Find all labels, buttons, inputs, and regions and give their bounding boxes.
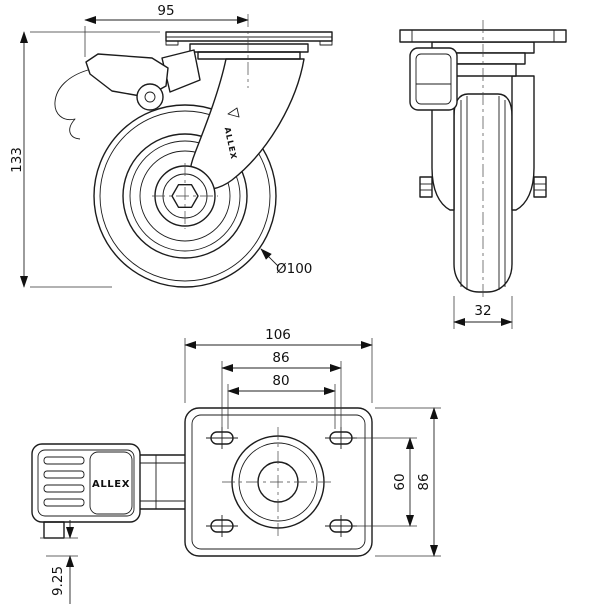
pedal-rib	[43, 456, 85, 465]
fork-leg-right	[511, 75, 535, 211]
axle-nut-right	[533, 176, 547, 198]
dim-60-label: 60	[392, 473, 408, 490]
dim-106: 106	[184, 327, 373, 403]
top-plate-side	[165, 31, 333, 46]
dim-9-25-label: 9.25	[50, 566, 66, 596]
lever-bracket	[161, 49, 201, 93]
lever-pivot-pin	[144, 91, 156, 103]
brand-label: ALLEX	[92, 479, 130, 490]
dim-86-right-label: 86	[416, 473, 432, 490]
dim-86-top-label: 86	[272, 350, 289, 366]
wheel-rim-inner-circle	[139, 150, 231, 242]
dim-32: 32	[453, 296, 513, 329]
dim-60: 60	[355, 437, 417, 527]
bolt-slot-bottom-left	[206, 515, 238, 537]
dim-86-right: 86	[375, 407, 441, 557]
wheel-side	[93, 104, 277, 288]
plate-edge	[165, 31, 333, 42]
axle-nut-left	[419, 176, 433, 198]
lever-spring-hook	[54, 69, 89, 140]
wheel-diameter-label: Ø100	[276, 261, 312, 277]
dim-95-label: 95	[157, 3, 174, 19]
pedal-rib	[43, 470, 85, 479]
nut-outline	[419, 176, 433, 198]
dim-80-label: 80	[272, 373, 289, 389]
plate-flange-right	[319, 40, 333, 46]
front-view: 32	[399, 20, 567, 329]
pedal-body	[31, 443, 141, 523]
dim-86-top: 86	[221, 350, 342, 429]
swivel-housing	[189, 43, 309, 60]
dim-106-label: 106	[265, 327, 291, 343]
raceway-upper	[189, 43, 309, 53]
plan-view: ALLEX	[31, 327, 441, 604]
pedal-rib	[43, 484, 85, 493]
dim-95: 95	[84, 3, 249, 57]
brand-badge	[89, 451, 133, 515]
brake-unit-front	[409, 47, 458, 111]
brake-box	[409, 47, 458, 111]
pedal-body-inner	[37, 449, 135, 517]
plate-flange-left	[165, 40, 179, 46]
bolt-slot-top-right	[325, 427, 357, 449]
brake-lever	[54, 49, 201, 140]
dim-9-25: 9.25	[40, 520, 78, 604]
brand-logo-mark-icon	[227, 107, 240, 118]
pedal-rib	[43, 498, 85, 507]
leader-line	[260, 248, 279, 267]
pedal-latch-tab	[43, 521, 65, 539]
side-view: ALLEX	[9, 3, 333, 288]
nut-outline	[533, 176, 547, 198]
raceway-lower	[197, 51, 301, 60]
swivel-bearing	[222, 427, 334, 537]
wheel-rim-circle	[122, 133, 248, 259]
dim-32-label: 32	[474, 303, 491, 319]
lever-pivot-circle	[136, 83, 164, 111]
dim-133: 133	[9, 31, 160, 288]
dim-133-label: 133	[9, 147, 25, 173]
wheel-tire-inner-circle	[99, 110, 271, 282]
bolt-slot-bottom-right	[325, 515, 357, 537]
swivel-fork	[189, 58, 305, 191]
wheel-rim-groove-circle	[129, 140, 241, 252]
dim-80: 80	[227, 373, 336, 429]
brake-box-inner	[415, 53, 452, 105]
brake-pedal-assembly: ALLEX	[31, 443, 187, 539]
dim-wheel-diameter: Ø100	[260, 248, 312, 277]
bolt-slot-top-left	[206, 427, 238, 449]
wheel-outer-circle	[93, 104, 277, 288]
mounting-plate-inner	[191, 414, 366, 550]
